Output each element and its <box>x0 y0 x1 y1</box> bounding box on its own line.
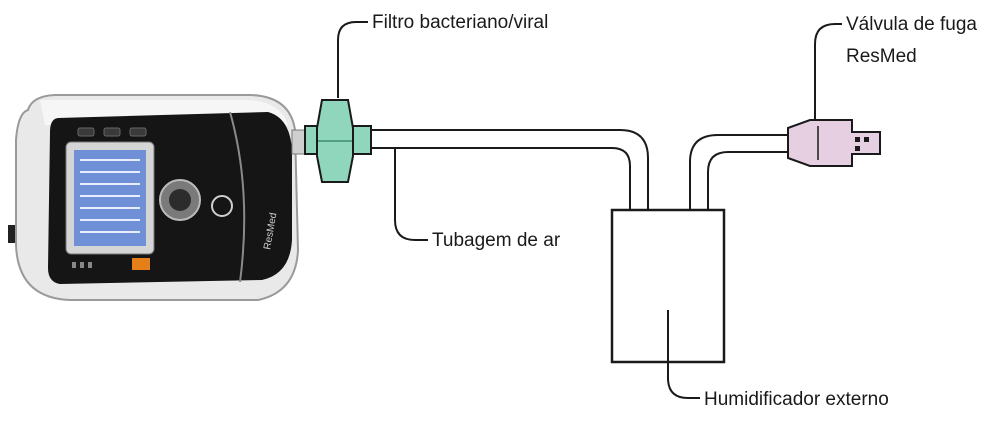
device-button-2 <box>103 127 121 137</box>
device-button-3 <box>129 127 147 137</box>
device-panel-stripe <box>229 111 246 283</box>
bacterial-viral-filter <box>304 99 372 183</box>
valve-body <box>787 119 881 167</box>
device-side-port <box>8 225 18 243</box>
leader-filter <box>337 21 368 98</box>
ventilator-device: ResMed <box>8 94 309 301</box>
leader-tube <box>394 148 428 241</box>
leak-valve <box>787 119 881 167</box>
leader-valve <box>814 23 842 120</box>
label-tube: Tubagem de ar <box>432 230 561 251</box>
tube-inner-wall-2 <box>707 151 790 210</box>
valve-vent-hole-1 <box>855 137 860 142</box>
device-alarm-indicator <box>132 258 150 270</box>
label-humidifier: Humidificador externo <box>704 389 889 410</box>
valve-vent-hole-2 <box>864 137 869 142</box>
tube-outer-wall-2 <box>689 134 790 210</box>
device-led-2 <box>80 262 84 268</box>
label-valve-line2: ResMed <box>846 46 917 67</box>
tube-outer-wall-1 <box>370 129 649 210</box>
label-filter: Filtro bacteriano/viral <box>372 12 548 33</box>
device-button-1 <box>77 127 95 137</box>
air-tubing <box>370 129 790 210</box>
device-led-1 <box>72 262 76 268</box>
leader-lines <box>337 21 842 399</box>
valve-vent-hole-3 <box>855 146 860 151</box>
device-led-3 <box>88 262 92 268</box>
device-dial-center <box>169 189 191 211</box>
tube-inner-wall-1 <box>370 147 631 210</box>
leader-humidifier <box>667 310 700 399</box>
device-power-icon <box>211 195 233 217</box>
device-screen-readout <box>80 159 140 233</box>
label-valve-line1: Válvula de fuga <box>846 14 977 35</box>
device-screen <box>74 150 146 246</box>
